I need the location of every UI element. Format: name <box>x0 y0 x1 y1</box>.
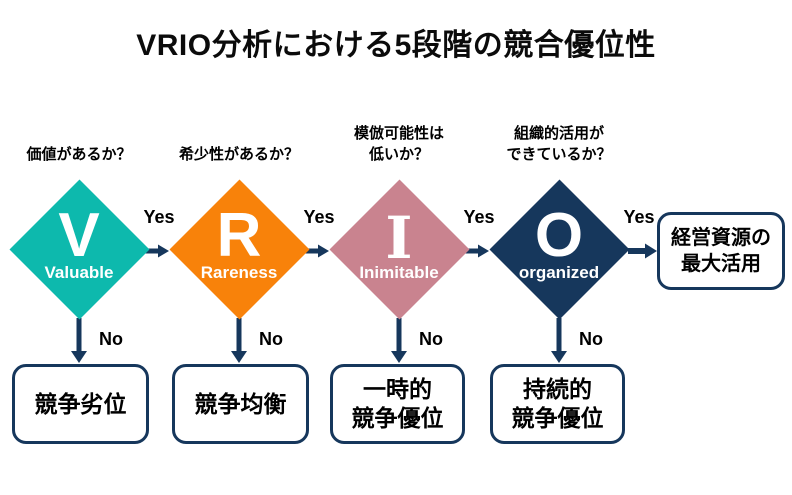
outcome-line: 持続的 <box>523 376 592 402</box>
outcome-line: 競争優位 <box>511 405 604 431</box>
no-label-1: No <box>99 329 123 349</box>
outcome-box-competitive-disadvantage: 競争劣位 <box>12 364 149 444</box>
question-line: 価値があるか？ <box>26 146 132 163</box>
outcome-box-sustained-advantage: 持続的 競争優位 <box>490 364 625 444</box>
no-label-3: No <box>419 329 443 349</box>
yes-label-2: Yes <box>303 207 335 227</box>
diamond-letter-v: V <box>58 201 100 270</box>
no-arrow-4-icon <box>551 318 567 363</box>
page-title: VRIO分析における5段階の競合優位性 <box>136 29 656 62</box>
question-line: 希少性があるか？ <box>178 146 299 163</box>
no-label-2: No <box>259 329 283 349</box>
outcome-line: 競争均衡 <box>194 390 287 417</box>
question-inimitable: 模倣可能性は 低いか？ <box>329 123 469 165</box>
question-line: 模倣可能性は <box>353 125 444 142</box>
final-box-line: 最大活用 <box>681 253 761 275</box>
yes-label-4: Yes <box>623 207 655 227</box>
diamond-word-rareness: Rareness <box>200 263 278 282</box>
outcome-box-temporary-advantage: 一時的 競争優位 <box>330 364 465 444</box>
diamond-word-inimitable: Inimitable <box>359 263 439 282</box>
final-box-line: 経営資源の <box>671 227 771 249</box>
question-rareness: 希少性があるか？ <box>169 144 309 165</box>
yes-label-1: Yes <box>143 207 175 227</box>
outcome-box-competitive-parity: 競争均衡 <box>172 364 309 444</box>
question-line: 低いか？ <box>368 146 429 163</box>
yes-arrow-4-icon <box>628 243 657 259</box>
diamond-word-valuable: Valuable <box>44 263 114 282</box>
no-arrow-2-icon <box>231 318 247 363</box>
diamond-letter-i: I <box>385 204 413 272</box>
outcome-line: 競争優位 <box>351 405 444 431</box>
outcome-line: 競争劣位 <box>34 390 127 417</box>
question-line: できているか？ <box>506 146 612 163</box>
no-arrow-3-icon <box>391 318 407 363</box>
final-box-max-use-of-resources: 経営資源の 最大活用 <box>657 212 785 290</box>
no-arrow-1-icon <box>71 318 87 363</box>
no-label-4: No <box>579 329 603 349</box>
question-organized: 組織的活用が できているか？ <box>486 123 632 165</box>
diamond-letter-o: O <box>534 201 584 270</box>
yes-label-3: Yes <box>463 207 495 227</box>
outcome-line: 一時的 <box>363 376 432 402</box>
question-valuable: 価値があるか？ <box>9 144 149 165</box>
diamond-word-organized: organized <box>518 263 600 282</box>
question-line: 組織的活用が <box>513 125 604 142</box>
diamond-letter-r: R <box>216 201 262 270</box>
